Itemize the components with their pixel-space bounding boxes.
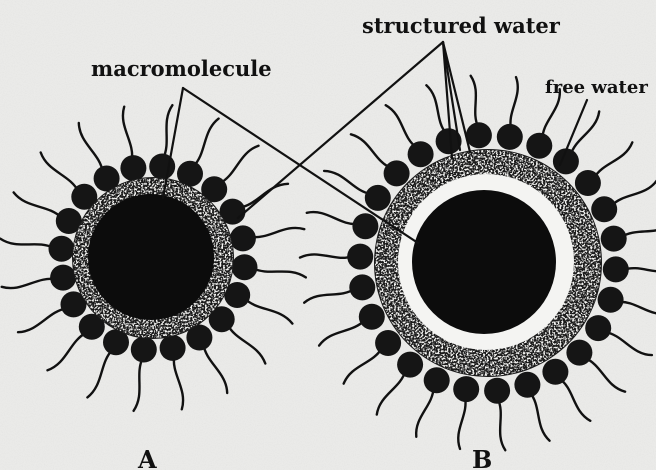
water-head (542, 359, 568, 385)
water-head (585, 315, 611, 341)
water-head (397, 352, 423, 378)
water-head (408, 141, 434, 167)
water-head (526, 133, 552, 159)
water-head (49, 236, 75, 262)
water-head (591, 196, 617, 222)
water-head (50, 265, 76, 291)
water-head (232, 254, 258, 280)
water-head (131, 337, 157, 363)
water-head (359, 304, 385, 330)
label-panel-a: A (137, 445, 157, 470)
water-head (424, 367, 450, 393)
water-head (160, 335, 186, 361)
macromolecule-core-b (412, 190, 556, 334)
water-head (347, 244, 373, 270)
water-head (497, 124, 523, 150)
water-head (603, 256, 629, 282)
water-head (598, 287, 624, 313)
water-head (365, 185, 391, 211)
water-head (514, 372, 540, 398)
label-free-water: free water (545, 77, 648, 98)
water-head (230, 225, 256, 251)
water-head (384, 160, 410, 186)
water-head (601, 226, 627, 252)
water-head (349, 274, 375, 300)
water-head (575, 170, 601, 196)
water-head (120, 155, 146, 181)
water-head (352, 213, 378, 239)
macromolecule-core-a (88, 194, 214, 320)
water-head (466, 122, 492, 148)
label-macromolecule: macromolecule (91, 56, 272, 81)
water-head (566, 340, 592, 366)
water-head (453, 376, 479, 402)
water-head (375, 330, 401, 356)
water-head (484, 378, 510, 404)
label-panel-b: B (472, 445, 492, 470)
label-structured-water: structured water (362, 13, 561, 38)
